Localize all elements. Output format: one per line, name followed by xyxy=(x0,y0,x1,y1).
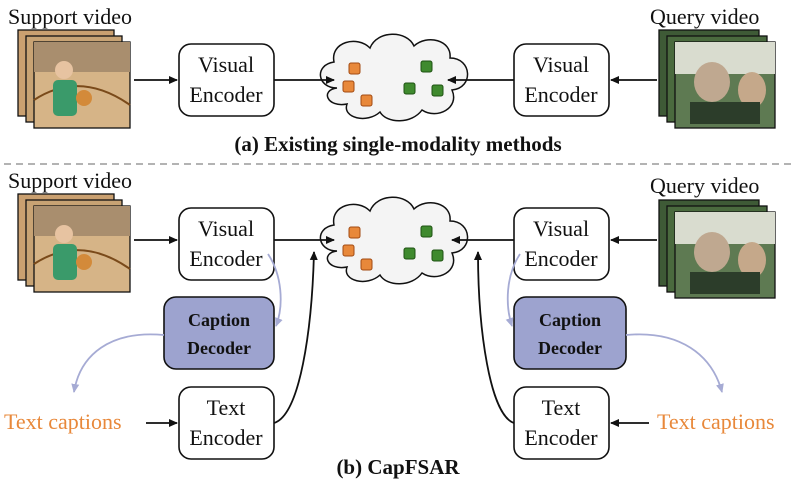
visual-encoder-left-b xyxy=(178,207,275,281)
query-features-b xyxy=(403,225,444,262)
arrow-caption-decoder-to-captions-left xyxy=(71,333,165,393)
query-video-frames-b xyxy=(658,199,776,299)
panel-b-caption: (b) CapFSAR xyxy=(336,455,460,479)
visual-encoder-right-a-line1: Visual xyxy=(533,52,589,77)
visual-encoder-right-a-line2: Encoder xyxy=(524,82,598,107)
caption-decoder-right xyxy=(513,296,627,370)
visual-encoder-left-b-line1: Visual xyxy=(198,216,254,241)
text-encoder-left-line1: Text xyxy=(207,395,246,420)
panel-a-caption: (a) Existing single-modality methods xyxy=(234,132,561,156)
support-video-label-b: Support video xyxy=(8,168,132,193)
query-video-label-a: Query video xyxy=(650,4,759,29)
arrow-text-encoder-to-cloud-left xyxy=(273,251,318,424)
text-captions-right: Text captions xyxy=(657,409,775,434)
support-features-a xyxy=(342,62,373,107)
caption-decoder-left-line2: Decoder xyxy=(187,338,251,358)
text-encoder-left-line2: Encoder xyxy=(189,425,263,450)
feature-space-cloud-a xyxy=(319,33,469,122)
support-video-label-a: Support video xyxy=(8,4,132,29)
support-video-frames-b xyxy=(17,193,131,293)
support-video-frames-a xyxy=(17,29,131,129)
visual-encoder-left-a-line2: Encoder xyxy=(189,82,263,107)
visual-encoder-right-b-line2: Encoder xyxy=(524,246,598,271)
text-captions-left: Text captions xyxy=(4,409,122,434)
caption-decoder-right-line1: Caption xyxy=(539,310,601,330)
caption-decoder-left-line1: Caption xyxy=(188,310,250,330)
visual-encoder-right-b-line1: Visual xyxy=(533,216,589,241)
query-video-frames-a xyxy=(658,29,776,129)
query-video-label-b: Query video xyxy=(650,173,759,198)
support-features-b xyxy=(342,226,373,271)
caption-decoder-left xyxy=(163,296,275,370)
query-features-a xyxy=(403,60,444,97)
visual-encoder-left-b-line2: Encoder xyxy=(189,246,263,271)
text-encoder-right-line1: Text xyxy=(542,395,581,420)
arrow-caption-decoder-to-captions-right xyxy=(625,333,724,393)
text-encoder-right-line2: Encoder xyxy=(524,425,598,450)
arrow-text-encoder-to-cloud-right xyxy=(474,251,515,424)
arrow-visual-encoder-to-caption-decoder-right xyxy=(505,253,521,327)
caption-decoder-right-line2: Decoder xyxy=(538,338,602,358)
arrow-visual-encoder-to-caption-decoder-left xyxy=(267,253,283,327)
visual-encoder-left-a-line1: Visual xyxy=(198,52,254,77)
feature-space-cloud-b xyxy=(319,196,469,285)
visual-encoder-right-b xyxy=(513,207,610,281)
